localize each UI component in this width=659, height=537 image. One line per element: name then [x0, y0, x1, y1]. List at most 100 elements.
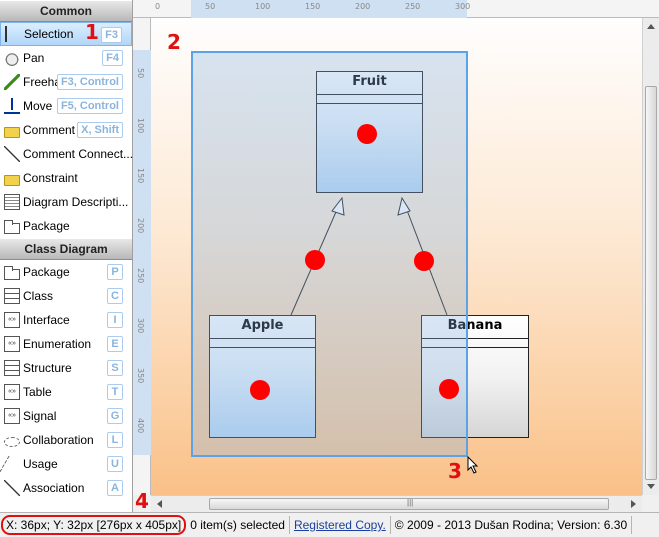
association-icon [4, 480, 20, 496]
tool-selection[interactable]: Selection F3 [0, 22, 132, 46]
comment-folder-icon [4, 126, 20, 138]
status-coordinates: X: 36px; Y: 32px [276px x 405px] [1, 515, 187, 535]
inheritance-arrowhead-icon [397, 196, 411, 216]
ruler-tick: 100 [136, 118, 145, 134]
table-icon: «» [4, 384, 20, 400]
enumeration-icon: «» [4, 336, 20, 352]
shortcut-badge: F3 [101, 27, 122, 43]
ruler-tick: 400 [136, 418, 145, 434]
tool-label: Structure [23, 361, 72, 375]
shortcut-badge: F3, Control [56, 74, 123, 90]
tool-usage[interactable]: Usage U [0, 452, 132, 476]
class-diagram-section-header[interactable]: Class Diagram [0, 238, 132, 260]
ruler-selection-highlight [133, 50, 151, 455]
shortcut-badge: E [107, 336, 123, 352]
ruler-tick: 200 [136, 218, 145, 234]
signal-icon: «» [4, 408, 20, 424]
callout-number: 4 [135, 489, 149, 513]
ruler-tick: 250 [405, 2, 421, 11]
class-apple[interactable]: Apple [209, 315, 316, 438]
tool-signal[interactable]: «» Signal G [0, 404, 132, 428]
tool-collaboration[interactable]: Collaboration L [0, 428, 132, 452]
tool-enumeration[interactable]: «» Enumeration E [0, 332, 132, 356]
tool-freehand[interactable]: Freehand F3, Control [0, 70, 132, 94]
tool-structure[interactable]: Structure S [0, 356, 132, 380]
tool-pan[interactable]: Pan F4 [0, 46, 132, 70]
tool-label: Move [23, 99, 53, 113]
ruler-tick: 200 [355, 2, 371, 11]
class-attributes-compartment [317, 95, 422, 104]
class-banana[interactable]: Banana [421, 315, 529, 438]
tool-label: Comment Connect... [23, 147, 132, 161]
tool-diagram-description[interactable]: Diagram Descripti... [0, 190, 132, 214]
tool-label: Comment [23, 123, 76, 137]
constraint-folder-icon [4, 174, 20, 186]
scroll-down-icon[interactable] [647, 484, 655, 489]
ruler-selection-highlight [191, 0, 467, 18]
tool-label: Diagram Descripti... [23, 195, 129, 209]
scroll-left-icon[interactable] [157, 500, 162, 508]
scrollbar-thumb[interactable] [645, 86, 657, 480]
class-name: Apple [210, 316, 315, 339]
ruler-tick: 150 [136, 168, 145, 184]
tool-table[interactable]: «» Table T [0, 380, 132, 404]
vertical-ruler: 50 100 150 200 250 300 350 400 [133, 18, 151, 495]
marker-dot [357, 124, 377, 144]
marker-dot [439, 379, 459, 399]
status-selection-count: 0 item(s) selected [186, 516, 290, 534]
scroll-right-icon[interactable] [631, 500, 636, 508]
tool-package[interactable]: Package P [0, 260, 132, 284]
tool-class[interactable]: Class C [0, 284, 132, 308]
interface-icon: «» [4, 312, 20, 328]
toolbox-panel: Common Selection F3 Pan F4 Freehand F3, … [0, 0, 133, 512]
shortcut-badge: L [107, 432, 123, 448]
marker-dot [250, 380, 270, 400]
tool-label: Selection [24, 27, 74, 41]
shortcut-badge: C [107, 288, 123, 304]
package-icon [4, 219, 20, 234]
package-icon [4, 265, 20, 280]
ruler-tick: 250 [136, 268, 145, 284]
tool-label: Collaboration [23, 433, 94, 447]
ruler-tick: 300 [136, 318, 145, 334]
inheritance-arrowhead-icon [331, 196, 345, 216]
shortcut-badge: I [107, 312, 123, 328]
diagram-canvas[interactable]: Fruit Apple Banana 2 3 [151, 18, 642, 495]
tool-label: Class [23, 289, 54, 303]
callout-number: 1 [85, 20, 99, 44]
class-attributes-compartment [422, 339, 528, 348]
ruler-tick: 50 [136, 68, 145, 79]
mouse-cursor-icon [467, 456, 479, 474]
tool-constraint[interactable]: Constraint [0, 166, 132, 190]
tool-label: Enumeration [23, 337, 92, 351]
tool-move[interactable]: Move F5, Control [0, 94, 132, 118]
tool-comment[interactable]: Comment X, Shift [0, 118, 132, 142]
tool-association[interactable]: Association A [0, 476, 132, 500]
horizontal-ruler: 0 50 100 150 200 250 300 [133, 0, 659, 18]
scrollbar-thumb[interactable] [209, 498, 609, 510]
pen-icon [4, 74, 20, 90]
tool-interface[interactable]: «» Interface I [0, 308, 132, 332]
horizontal-scrollbar[interactable]: ||| [151, 495, 642, 512]
cursor-icon [5, 26, 21, 42]
shortcut-badge: T [107, 384, 123, 400]
scroll-corner: 4 [133, 489, 151, 513]
registered-copy-link[interactable]: Registered Copy. [290, 516, 391, 534]
tool-comment-connector[interactable]: Comment Connect... [0, 142, 132, 166]
tool-package-common[interactable]: Package [0, 214, 132, 238]
marker-dot [305, 250, 325, 270]
class-icon [4, 288, 20, 304]
ruler-tick: 300 [455, 2, 471, 11]
tool-label: Association [23, 481, 85, 495]
shortcut-badge: X, Shift [77, 122, 123, 138]
tool-label: Interface [23, 313, 70, 327]
tool-label: Signal [23, 409, 57, 423]
common-section-header[interactable]: Common [0, 0, 132, 22]
class-attributes-compartment [210, 339, 315, 348]
scroll-up-icon[interactable] [647, 24, 655, 29]
collaboration-icon [4, 436, 20, 447]
diagram-description-icon [4, 194, 20, 210]
shortcut-badge: S [107, 360, 123, 376]
vertical-scrollbar[interactable] [642, 18, 659, 495]
class-name: Fruit [317, 72, 422, 95]
